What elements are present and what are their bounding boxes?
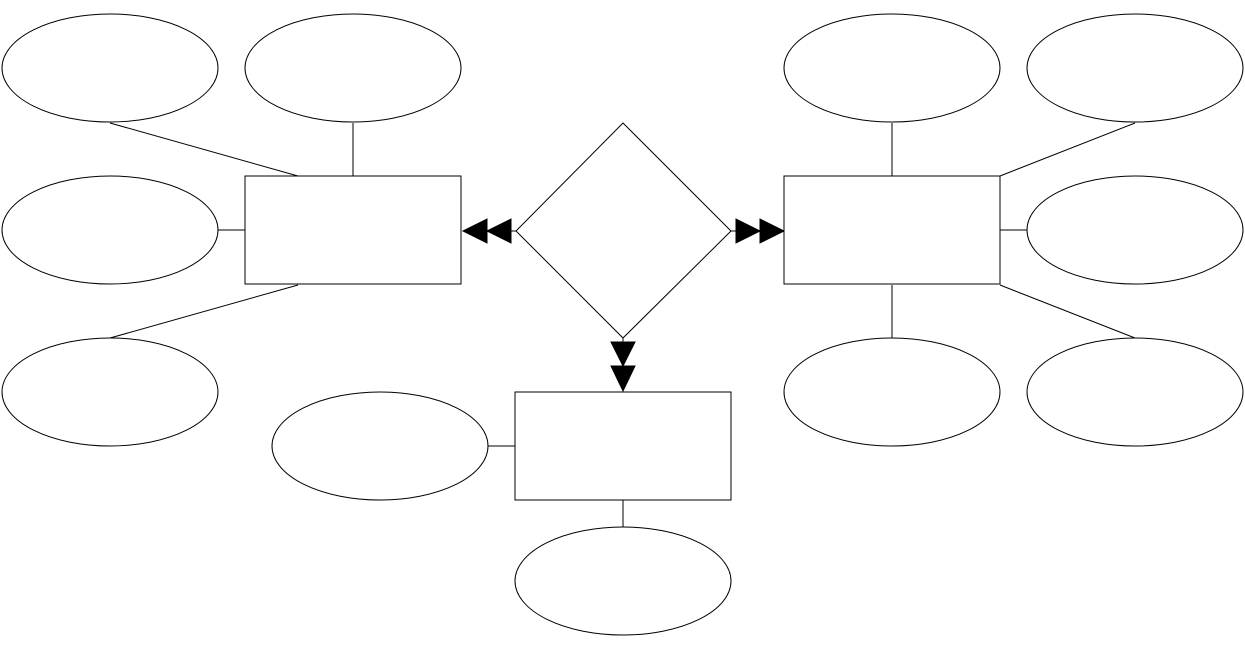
attribute-ellipse-bottom-2[interactable] <box>514 526 732 636</box>
attribute-ellipse-right-2[interactable] <box>1026 13 1244 123</box>
entity-box-left[interactable] <box>244 175 462 285</box>
attribute-ellipse-left-1[interactable] <box>1 13 219 123</box>
connector-left-1 <box>109 122 299 177</box>
attribute-ellipse-left-4[interactable] <box>1 337 219 447</box>
arrowhead-right-outer <box>759 218 786 244</box>
arrowhead-left-outer <box>461 218 488 244</box>
arrowhead-left-inner <box>485 218 512 244</box>
connector-right-2 <box>999 122 1136 177</box>
relationship-links <box>461 218 786 393</box>
attribute-ellipse-right-1[interactable] <box>783 13 1001 123</box>
entity-box-bottom[interactable] <box>514 391 732 501</box>
attribute-ellipse-right-3[interactable] <box>1026 175 1244 285</box>
arrowhead-bottom-outer <box>610 365 636 393</box>
attributes <box>1 13 1244 636</box>
attribute-ellipse-left-2[interactable] <box>244 13 462 123</box>
attribute-ellipse-bottom-1[interactable] <box>271 391 489 501</box>
entity-box-right[interactable] <box>783 175 1001 285</box>
attribute-ellipse-right-5[interactable] <box>1026 337 1244 447</box>
relationship-diamond[interactable] <box>515 122 732 339</box>
attribute-ellipse-right-4[interactable] <box>783 337 1001 447</box>
connector-right-5 <box>999 284 1136 339</box>
connector-left-4 <box>109 284 299 339</box>
arrowhead-bottom-inner <box>610 341 636 368</box>
arrowhead-right-inner <box>735 218 762 244</box>
attribute-connectors <box>109 122 1136 527</box>
attribute-ellipse-left-3[interactable] <box>1 175 219 285</box>
entities <box>244 175 1001 501</box>
